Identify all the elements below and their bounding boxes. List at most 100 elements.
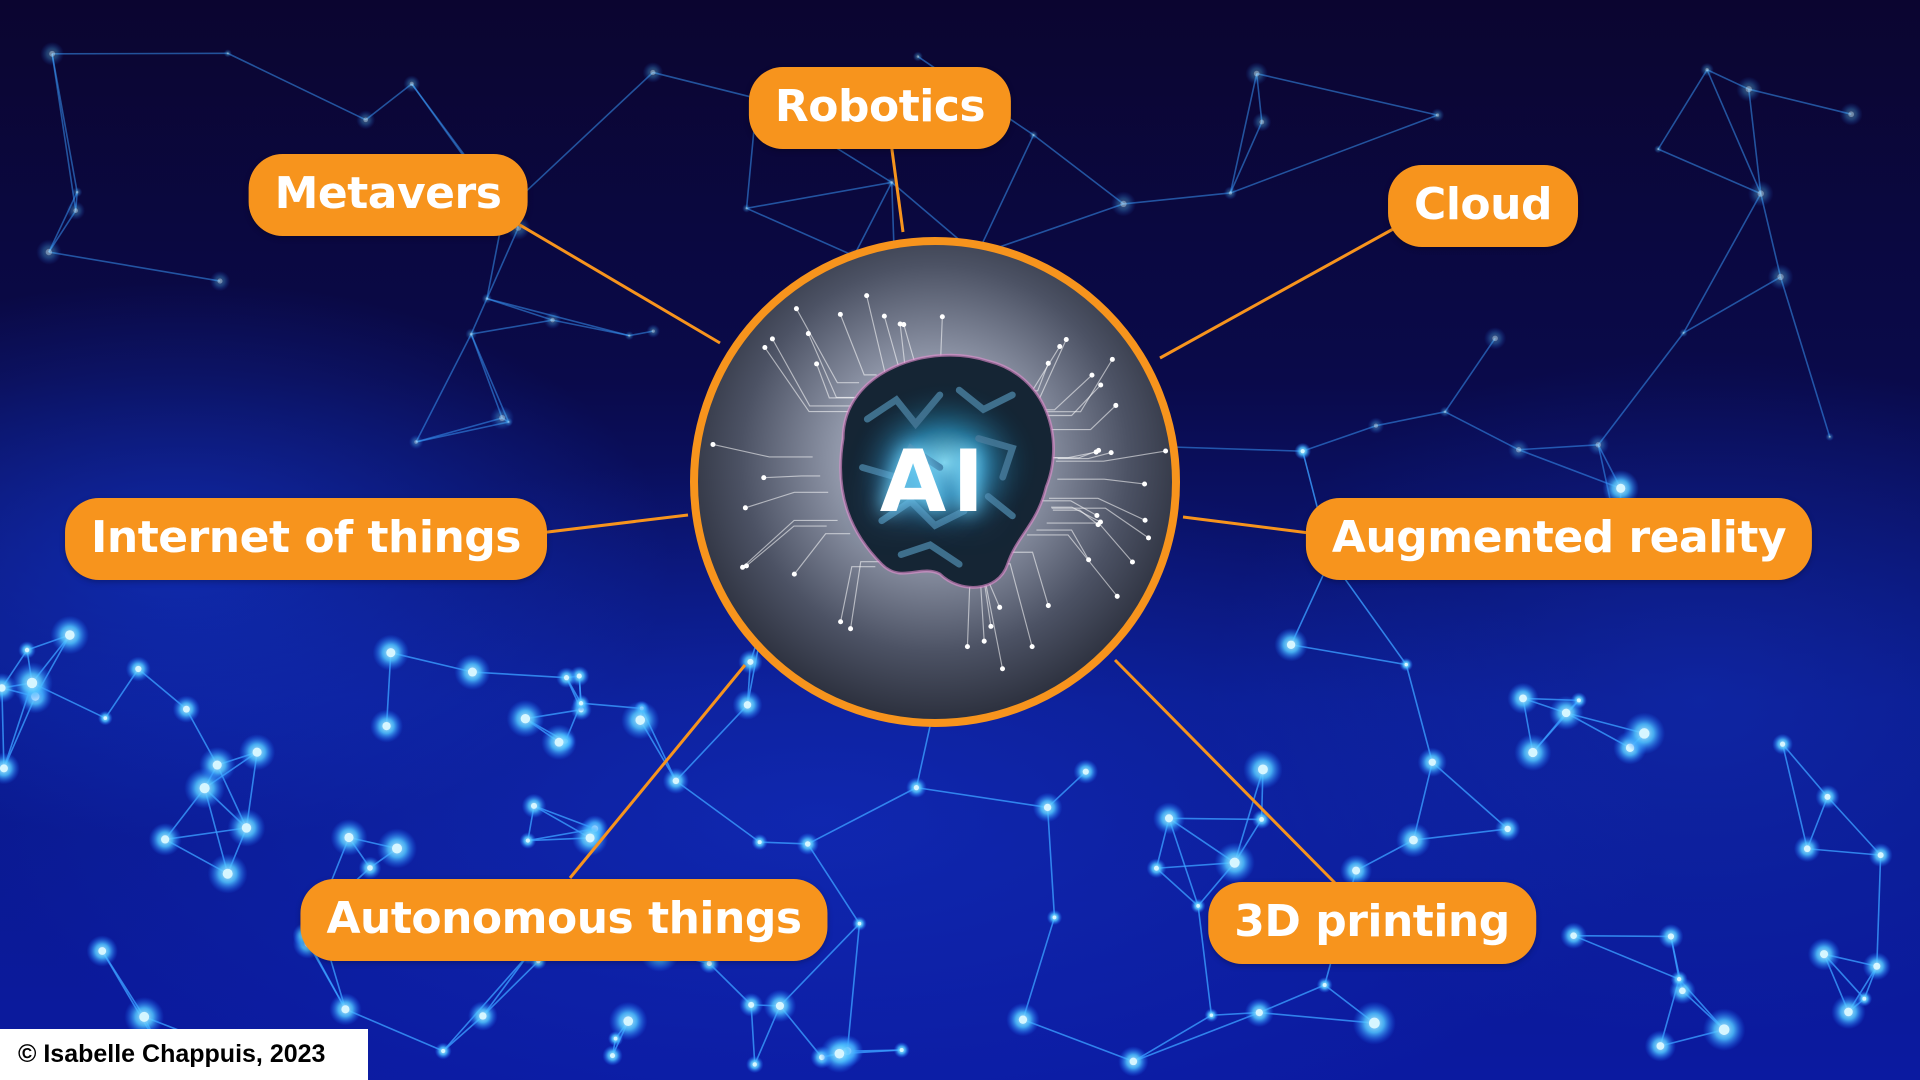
circuit-node [988,623,994,629]
network-node [1676,977,1682,982]
network-node-glow [1654,144,1663,154]
network-node [1196,904,1200,908]
network-node [344,832,354,843]
network-node-glow [481,293,493,304]
network-node [743,701,752,709]
node-augmented-reality: Augmented reality [1305,498,1813,580]
network-node [363,117,369,123]
circuit-trace [955,582,971,647]
network-node [1561,708,1571,718]
network-node-glow [1508,439,1530,461]
network-node [469,332,473,336]
network-node [1757,190,1764,197]
network-link [48,251,221,282]
network-node [554,737,564,747]
network-node [650,69,656,76]
network-node-glow [1484,327,1507,350]
circuit-node [1142,481,1148,487]
ai-brain-illustration [710,293,1169,672]
network-node [1228,191,1233,195]
circuit-node [1146,535,1152,541]
network-node [1373,423,1379,428]
connector-metavers [507,216,721,345]
network-node-glow [1110,191,1137,217]
network-node-glow [465,328,478,340]
network-node [64,630,75,640]
network-node-glow [1736,76,1762,102]
network-node [199,783,210,794]
circuit-trace [1042,500,1098,516]
circuit-trace [816,363,854,399]
network-link [846,923,861,1052]
network-node [804,841,811,847]
network-node [24,647,30,653]
network-link [1759,193,1782,278]
network-node [1595,442,1601,448]
circuit-trace [1051,506,1101,523]
circuit-node [939,314,945,320]
circuit-node [1113,402,1119,408]
network-node [913,785,919,791]
connector-robotics [888,134,905,233]
network-node [73,208,79,213]
network-link [1229,121,1263,194]
network-node [1828,435,1831,438]
circuit-trace [839,314,877,376]
node-autonomous-things: Autonomous things [300,879,828,961]
network-node-glow [1439,406,1451,418]
network-link [1876,855,1882,967]
network-node [367,865,373,871]
circuit-node [805,331,811,337]
network-link [415,417,503,443]
circuit-trace [1042,384,1102,417]
network-node-glow [1245,62,1268,85]
network-node-glow [490,405,515,431]
network-link [1256,72,1438,116]
network-node [341,1005,350,1014]
network-link [1160,445,1303,452]
circuit-node [981,638,987,644]
circuit-node [1109,356,1115,362]
network-node-glow [624,331,634,341]
network-node [899,1048,904,1053]
circuit-node [743,563,749,569]
network-node [1082,768,1089,775]
network-link [1133,1011,1260,1063]
network-node [1667,933,1675,940]
network-node [441,1048,446,1054]
connector-3d-printing [1113,658,1337,885]
network-node [1164,814,1174,823]
network-node [182,705,190,713]
network-node [775,1001,785,1010]
circuit-node [1142,517,1148,523]
network-node-glow [742,203,751,213]
circuit-node [838,619,844,625]
circuit-node [1057,343,1063,349]
network-node-glow [646,324,660,338]
network-node [1255,1008,1263,1017]
network-node [1043,803,1052,812]
network-node-glow [36,239,62,265]
network-node-glow [1679,328,1688,338]
network-node [916,55,920,58]
connector-internet-of-things [522,513,689,537]
network-node-glow [1767,264,1794,290]
connector-cloud [1159,226,1396,360]
network-node [1877,852,1884,859]
network-node [1322,983,1327,987]
connector-autonomous-things [568,664,747,879]
circuit-node [1045,603,1051,609]
network-node [1428,758,1436,766]
circuit-node [1163,448,1169,454]
network-node [1803,845,1811,853]
circuit-node [791,571,797,577]
network-node [26,677,38,689]
network-node [1519,694,1527,703]
circuit-trace [745,491,829,509]
network-node [1258,764,1268,775]
network-node [1153,865,1159,871]
circuit-trace [746,525,827,567]
network-node-glow [1587,434,1610,456]
network-link [345,1008,444,1052]
circuit-trace [1046,522,1133,563]
